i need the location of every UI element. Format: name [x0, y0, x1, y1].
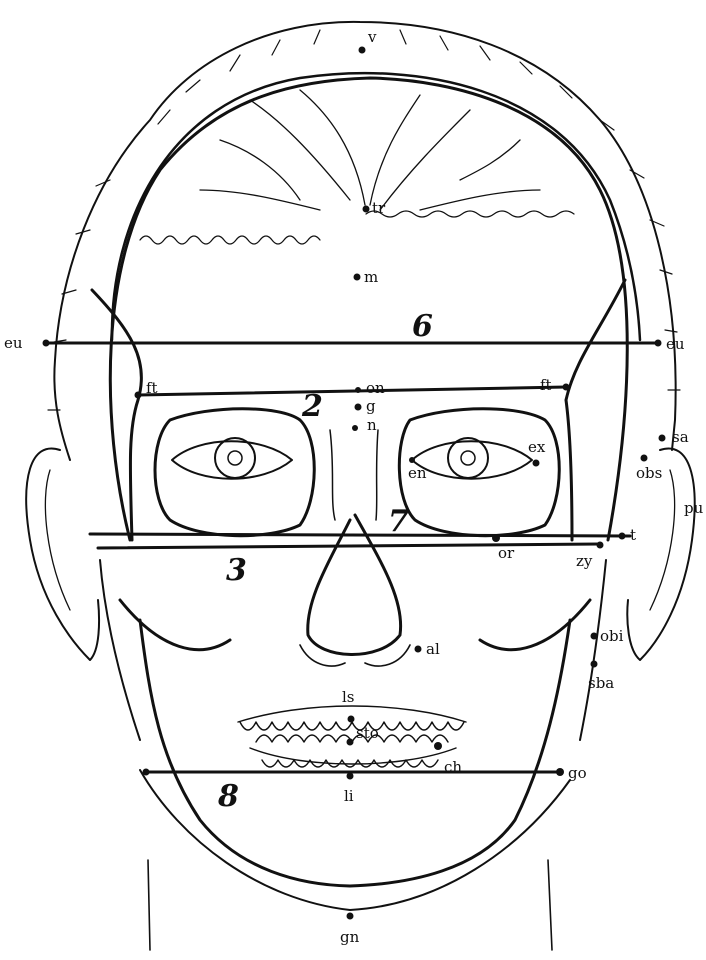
- landmark-dot-go-left: [143, 769, 150, 776]
- label-ls: ls: [342, 688, 355, 706]
- landmark-dot-eu-right: [655, 340, 662, 347]
- landmark-dot-or: [492, 534, 500, 542]
- label-gn: gn: [340, 928, 360, 946]
- label-go: go: [568, 764, 587, 782]
- landmark-dot-ch: [434, 742, 442, 750]
- right-ear-inner: [650, 470, 675, 610]
- landmark-dot-ft-right: [563, 384, 570, 391]
- left-eye: [172, 441, 292, 479]
- landmark-dot-sa: [659, 435, 666, 442]
- nose-bridge: [330, 430, 378, 520]
- label-obs: obs: [636, 464, 662, 482]
- label-ex: ex: [528, 438, 546, 456]
- measurement-label-2: 2: [301, 389, 323, 424]
- label-obi: obi: [600, 627, 624, 645]
- label-sto: sto: [356, 724, 379, 742]
- landmark-dot-go-right: [556, 768, 564, 776]
- landmark-dot-gn: [347, 913, 354, 920]
- measurement-line-3: [98, 544, 600, 548]
- landmark-dot-li: [347, 773, 354, 780]
- landmark-dot-g: [355, 404, 362, 411]
- landmark-dot-m: [354, 274, 361, 281]
- landmark-dot-al: [415, 646, 422, 653]
- left-ear-inner: [45, 470, 70, 610]
- landmark-dot-obi: [591, 633, 598, 640]
- hair-strands: [200, 90, 540, 210]
- left-temporal-line: [92, 290, 141, 540]
- landmark-dot-obs: [641, 455, 648, 462]
- label-tr: tr: [372, 199, 386, 217]
- label-eu-right: eu: [666, 335, 685, 353]
- landmark-dot-ls: [348, 716, 355, 723]
- landmark-dot-on: [355, 387, 361, 393]
- label-t: t: [630, 526, 636, 544]
- left-pupil: [228, 451, 242, 465]
- label-ft-right: ft: [540, 376, 552, 394]
- label-sa: sa: [672, 428, 689, 446]
- right-pupil: [461, 451, 475, 465]
- landmark-dot-en: [409, 457, 415, 463]
- measurement-line-7: [90, 534, 630, 536]
- label-ft-left: ft: [146, 379, 158, 397]
- left-iris: [215, 438, 255, 478]
- left-orbit: [155, 409, 314, 536]
- landmark-dot-tr: [363, 206, 370, 213]
- right-eye: [412, 441, 532, 479]
- right-temporal-line: [566, 280, 625, 540]
- left-ear: [26, 448, 99, 660]
- label-ch: ch: [444, 758, 462, 776]
- label-m: m: [364, 268, 378, 286]
- label-li: li: [344, 787, 354, 805]
- measurement-label-8: 8: [217, 779, 239, 814]
- lower-teeth: [250, 735, 456, 767]
- measurement-label-3: 3: [226, 553, 247, 588]
- landmark-dot-n: [352, 425, 358, 431]
- landmark-dot-zy: [597, 542, 604, 549]
- label-eu-left: eu: [4, 334, 23, 352]
- label-or: or: [498, 544, 515, 562]
- landmark-dot-t: [619, 533, 626, 540]
- label-on: on: [366, 379, 385, 397]
- landmark-dot-v: [359, 47, 366, 54]
- zygomatic-arches: [120, 600, 590, 650]
- measurement-label-6: 6: [412, 309, 433, 344]
- label-zy: zy: [576, 552, 593, 570]
- cranial-suture: [140, 211, 574, 244]
- measurement-line-2: [138, 387, 566, 395]
- right-iris: [448, 438, 488, 478]
- landmark-dot-sto: [347, 739, 354, 746]
- measurement-label-7: 7: [388, 504, 409, 539]
- landmark-dot-ex: [533, 460, 540, 467]
- face-outline: [100, 560, 606, 910]
- label-al: al: [426, 640, 440, 658]
- label-pu: pu: [684, 499, 704, 517]
- landmark-dot-sba: [591, 661, 598, 668]
- landmark-dot-ft-left: [135, 392, 142, 399]
- label-en: en: [408, 464, 427, 482]
- label-g: g: [366, 397, 376, 415]
- label-n: n: [367, 416, 377, 434]
- landmark-dot-eu-left: [43, 340, 50, 347]
- label-v: v: [367, 28, 377, 46]
- label-sba: sba: [588, 674, 614, 692]
